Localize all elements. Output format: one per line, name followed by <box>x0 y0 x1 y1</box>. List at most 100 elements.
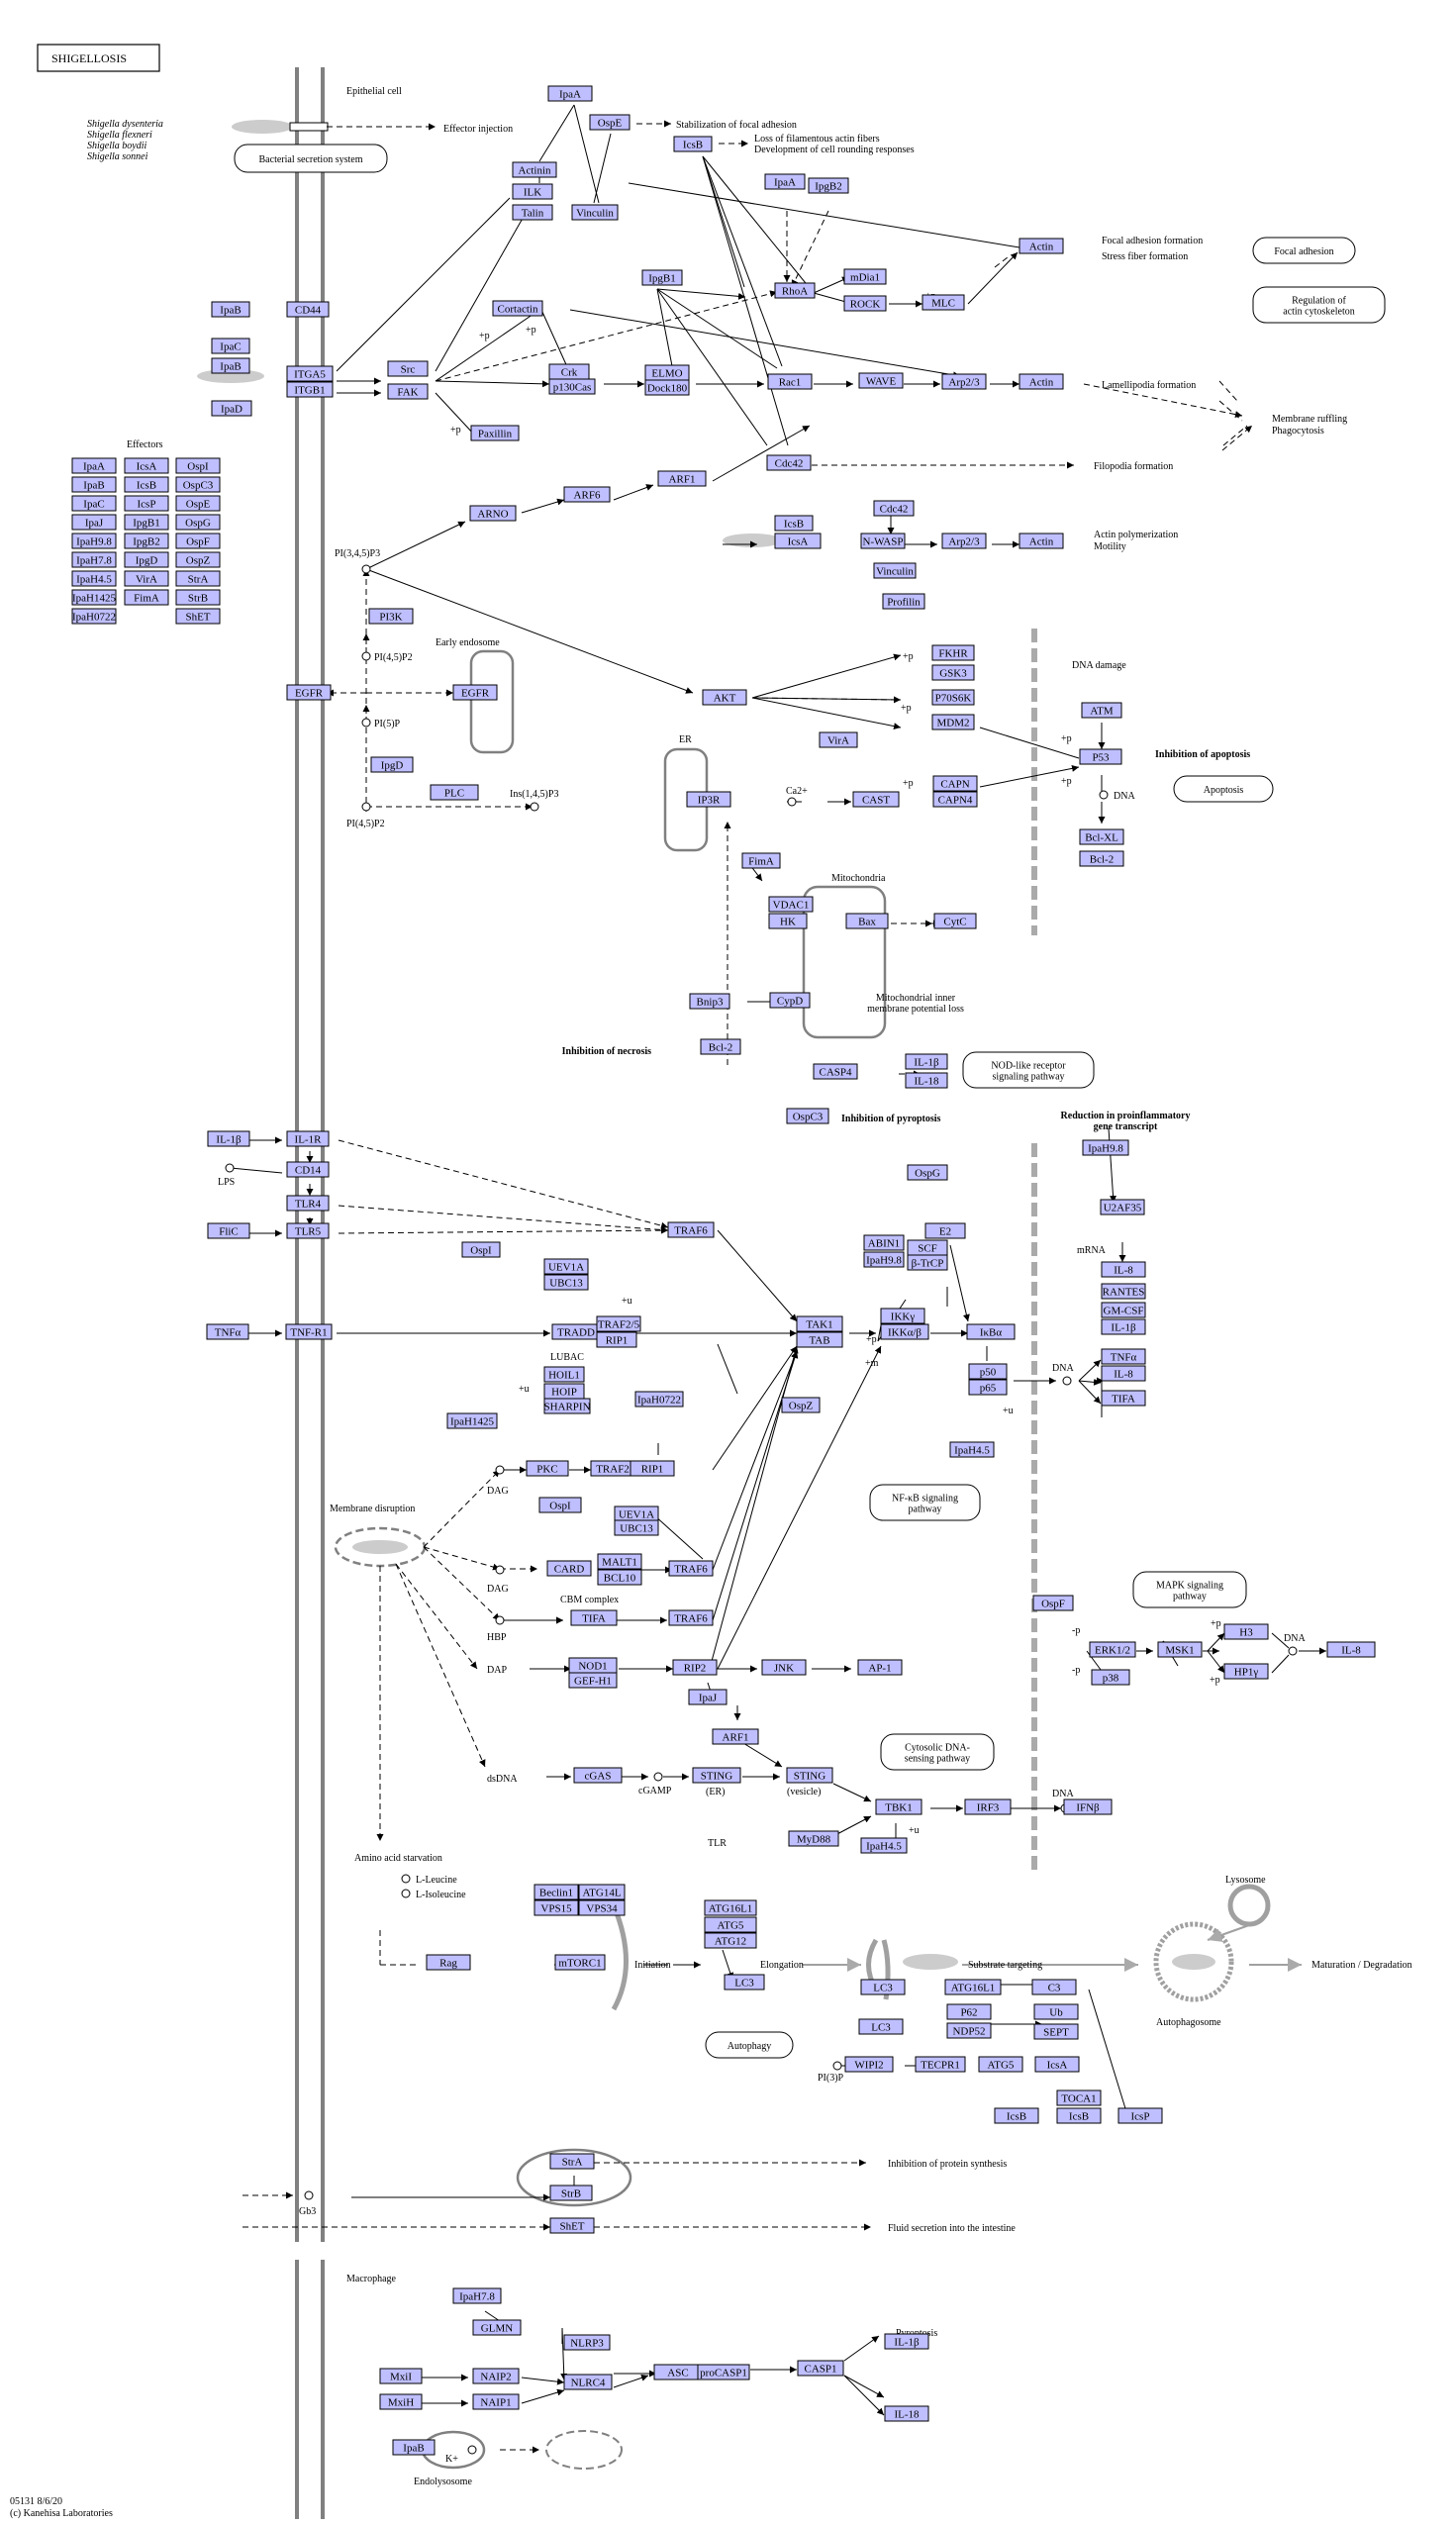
gene-dock180[interactable]: Dock180 <box>644 379 690 396</box>
effector-box[interactable] <box>175 570 221 587</box>
gene-box[interactable] <box>786 1767 833 1784</box>
gene-asc[interactable]: ASC <box>653 2364 703 2380</box>
gene-box[interactable] <box>379 2393 423 2410</box>
gene-box[interactable] <box>764 173 806 190</box>
pathway-link-box[interactable] <box>1173 775 1274 803</box>
gene-box[interactable] <box>863 1251 905 1268</box>
gene-c3[interactable]: C3 <box>1031 1979 1077 1995</box>
gene-box[interactable] <box>1223 1623 1269 1640</box>
gene-cdc42[interactable]: Cdc42 <box>873 500 915 517</box>
effector-icsa[interactable]: IcsA <box>124 457 169 474</box>
gene-box[interactable] <box>968 1363 1008 1380</box>
gene-box[interactable] <box>852 791 900 808</box>
gene-naip1[interactable]: NAIP1 <box>472 2393 520 2410</box>
effector-box[interactable] <box>71 570 117 587</box>
gene-box[interactable] <box>578 1899 626 1916</box>
gene-bax[interactable]: Bax <box>845 913 889 929</box>
gene-scf[interactable]: SCF <box>907 1239 948 1256</box>
effector-box[interactable] <box>124 533 169 549</box>
effector-box[interactable] <box>175 608 221 625</box>
gene-tecpr1[interactable]: TECPR1 <box>915 2056 966 2073</box>
gene-box[interactable] <box>563 486 611 503</box>
gene-box[interactable] <box>796 1315 843 1332</box>
gene-plc[interactable]: PLC <box>430 784 479 801</box>
gene-box[interactable] <box>768 913 808 929</box>
gene-ipac[interactable]: IpaC <box>211 338 250 354</box>
effector-ospz[interactable]: OspZ <box>175 551 221 568</box>
effector-ospi[interactable]: OspI <box>175 457 221 474</box>
gene-box[interactable] <box>882 593 925 610</box>
pathway-link-box[interactable] <box>705 2031 794 2059</box>
gene-fima[interactable]: FimA <box>741 852 781 869</box>
gene-box[interactable] <box>543 1274 589 1291</box>
gene-box[interactable] <box>472 2393 520 2410</box>
gene-vdac1[interactable]: VDAC1 <box>768 896 814 913</box>
gene-box[interactable] <box>873 500 915 517</box>
gene-box[interactable] <box>534 1899 579 1916</box>
effector-ipaj[interactable]: IpaJ <box>71 514 117 531</box>
gene-box[interactable] <box>573 1767 623 1784</box>
pathway-link-box[interactable] <box>1252 237 1356 264</box>
gene-box[interactable] <box>472 2368 520 2384</box>
gene-box[interactable] <box>1101 1318 1146 1335</box>
gene-lc3[interactable]: LC3 <box>858 2018 904 2035</box>
gene-box[interactable] <box>931 644 975 661</box>
gene-box[interactable] <box>426 1954 471 1971</box>
gene-arp2-3[interactable]: Arp2/3 <box>941 533 987 549</box>
gene-ipab[interactable]: IpaB <box>211 301 250 318</box>
gene-talin[interactable]: Talin <box>512 204 553 221</box>
gene-stra[interactable]: StrA <box>549 2153 595 2170</box>
gene-box[interactable] <box>931 689 975 706</box>
gene-lc3[interactable]: LC3 <box>860 1979 906 1995</box>
gene-box[interactable] <box>392 2439 436 2456</box>
effector-shet[interactable]: ShET <box>175 608 221 625</box>
gene-il-18[interactable]: IL-18 <box>905 1072 948 1089</box>
gene-ndp52[interactable]: NDP52 <box>946 2022 992 2039</box>
gene-box[interactable] <box>568 1672 618 1689</box>
effector-ipah9-8[interactable]: IpaH9.8 <box>71 533 117 549</box>
effector-box[interactable] <box>124 570 169 587</box>
gene-vinculin[interactable]: Vinculin <box>571 204 619 221</box>
gene-myd88[interactable]: MyD88 <box>788 1830 839 1847</box>
gene-nlrc4[interactable]: NLRC4 <box>563 2374 613 2390</box>
gene-box[interactable] <box>543 1258 589 1275</box>
effector-ospf[interactable]: OspF <box>175 533 221 549</box>
gene-box[interactable] <box>286 684 332 701</box>
gene-sting[interactable]: STING <box>786 1767 833 1784</box>
effector-ipab[interactable]: IpaB <box>71 476 117 493</box>
gene-ipah4-5[interactable]: IpaH4.5 <box>860 1837 908 1854</box>
effector-icsp[interactable]: IcsP <box>124 495 169 512</box>
gene-crk[interactable]: Crk <box>548 363 590 380</box>
gene-box[interactable] <box>211 338 250 354</box>
gene-il-18[interactable]: IL-18 <box>884 2405 929 2422</box>
effector-ipah4-5[interactable]: IpaH4.5 <box>71 570 117 587</box>
gene-box[interactable] <box>512 161 557 178</box>
gene-gm-csf[interactable]: GM-CSF <box>1101 1302 1146 1318</box>
gene-flic[interactable]: FliC <box>207 1222 250 1239</box>
gene-box[interactable] <box>905 1072 948 1089</box>
gene-il-1[interactable]: IL-1β <box>884 2333 929 2350</box>
gene-box[interactable] <box>808 177 849 194</box>
gene-ipah7-8[interactable]: IpaH7.8 <box>452 2287 502 2304</box>
gene-tnf-r1[interactable]: TNF-R1 <box>285 1323 333 1340</box>
pathway-link-apoptosis[interactable]: Apoptosis <box>1173 775 1274 803</box>
gene-ipaa[interactable]: IpaA <box>764 173 806 190</box>
gene-hoil1[interactable]: HOIL1 <box>543 1366 585 1383</box>
gene-box[interactable] <box>767 373 813 390</box>
gene-vira[interactable]: VirA <box>819 731 858 748</box>
gene-box[interactable] <box>549 2185 593 2201</box>
gene-box[interactable] <box>1056 2107 1102 2124</box>
gene-p53[interactable]: P53 <box>1079 748 1122 765</box>
gene-box[interactable] <box>689 993 730 1010</box>
gene-box[interactable] <box>570 1609 618 1626</box>
gene-box[interactable] <box>285 1323 333 1340</box>
gene-ipaa[interactable]: IpaA <box>547 85 593 102</box>
pathway-link-box[interactable] <box>869 1484 981 1521</box>
effector-ipgd[interactable]: IpgD <box>124 551 169 568</box>
gene-tradd[interactable]: TRADD <box>551 1323 601 1340</box>
gene-box[interactable] <box>538 1497 582 1513</box>
effector-box[interactable] <box>124 551 169 568</box>
gene-box[interactable] <box>641 269 683 286</box>
gene-p70s6k[interactable]: P70S6K <box>931 689 975 706</box>
gene-box[interactable] <box>596 1315 641 1332</box>
